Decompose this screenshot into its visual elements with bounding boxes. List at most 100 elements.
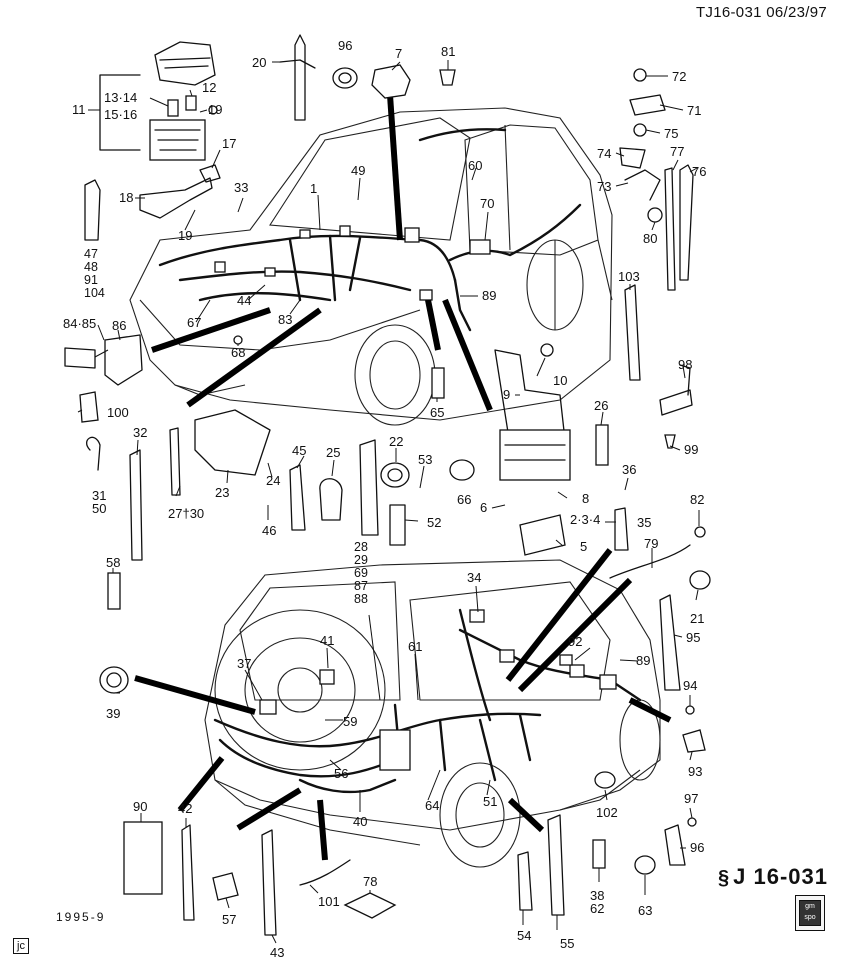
- callout-21: 21: [690, 611, 704, 626]
- callout-103: 103: [618, 269, 640, 284]
- callout-70: 70: [480, 196, 494, 211]
- callout-55: 55: [560, 936, 574, 951]
- callout-15-16: 15·16: [104, 107, 137, 122]
- callout-66: 66: [457, 492, 471, 507]
- callout-96-lower: 96: [690, 840, 704, 855]
- callout-81: 81: [441, 44, 455, 59]
- callout-57: 57: [222, 912, 236, 927]
- callout-41: 41: [320, 633, 334, 648]
- callout-line: 104: [84, 286, 105, 300]
- callout-17: 17: [222, 136, 236, 151]
- callout-77: 77: [670, 144, 684, 159]
- callout-94: 94: [683, 678, 697, 693]
- callout-90: 90: [133, 799, 147, 814]
- callout-line: 38: [590, 888, 604, 903]
- callout-71: 71: [687, 103, 701, 118]
- callout-52: 52: [427, 515, 441, 530]
- callout-84-85: 84·85: [63, 316, 96, 331]
- callout-61: 61: [408, 639, 422, 654]
- callout-6: 6: [480, 500, 487, 515]
- callout-63: 63: [638, 903, 652, 918]
- callout-58: 58: [106, 555, 120, 570]
- callout-23: 23: [215, 485, 229, 500]
- callout-65: 65: [430, 405, 444, 420]
- callout-49: 49: [351, 163, 365, 178]
- callout-numbers: 1 2·3·4 5 6 7 8 9 10 11 12 13·14 15·16 1…: [63, 38, 706, 960]
- callout-79: 79: [644, 536, 658, 551]
- callout-line: 28: [354, 540, 368, 554]
- callout-39: 39: [106, 706, 120, 721]
- callout-89-upper: 89: [482, 288, 496, 303]
- callout-73: 73: [597, 179, 611, 194]
- callout-97: 97: [684, 791, 698, 806]
- callout-59: 59: [343, 714, 357, 729]
- callout-34: 34: [467, 570, 481, 585]
- callout-89-lower: 89: [636, 653, 650, 668]
- callout-76: 76: [692, 164, 706, 179]
- callout-line: 88: [354, 592, 368, 606]
- callout-100: 100: [107, 405, 129, 420]
- callout-10: 10: [553, 373, 567, 388]
- callout-9: 9: [503, 387, 510, 402]
- callout-82: 82: [690, 492, 704, 507]
- callout-96-upper: 96: [338, 38, 352, 53]
- callout-1: 1: [310, 181, 317, 196]
- callout-line: 69: [354, 566, 368, 580]
- callout-53: 53: [418, 452, 432, 467]
- callout-8: 8: [582, 491, 589, 506]
- callout-24: 24: [266, 473, 280, 488]
- callout-40: 40: [353, 814, 367, 829]
- figure-identifier: §J 16-031: [718, 864, 828, 890]
- callout-line: 29: [354, 553, 368, 567]
- drawing-code: TJ16-031 06/23/97: [695, 4, 827, 21]
- callout-54: 54: [517, 928, 531, 943]
- callout-20: 20: [252, 55, 266, 70]
- section-mark-icon: §: [718, 867, 731, 889]
- callout-92: 92: [568, 634, 582, 649]
- callout-7: 7: [395, 46, 402, 61]
- callout-72: 72: [672, 69, 686, 84]
- callout-26: 26: [594, 398, 608, 413]
- callout-93: 93: [688, 764, 702, 779]
- callout-67: 67: [187, 315, 201, 330]
- callout-11: 11: [72, 102, 86, 117]
- callout-45: 45: [292, 443, 306, 458]
- callout-35: 35: [637, 515, 651, 530]
- callout-5: 5: [580, 539, 587, 554]
- callout-19-lower: 19: [178, 228, 192, 243]
- callout-83: 83: [278, 312, 292, 327]
- callout-line: 62: [590, 901, 604, 916]
- callout-46: 46: [262, 523, 276, 538]
- callout-44: 44: [237, 293, 251, 308]
- gm-logo-icon: gm spo: [799, 900, 821, 926]
- callout-80: 80: [643, 231, 657, 246]
- callout-68: 68: [231, 345, 245, 360]
- loose-parts: [64, 34, 711, 936]
- callout-line: 87: [354, 579, 368, 593]
- callout-25: 25: [326, 445, 340, 460]
- callout-98: 98: [678, 357, 692, 372]
- callout-2-3-4: 2·3·4: [570, 512, 600, 527]
- callout-line: 91: [84, 273, 98, 287]
- lower-vehicle-outline: [204, 559, 661, 868]
- indicator-bars: [134, 94, 672, 861]
- callout-95: 95: [686, 630, 700, 645]
- callout-56: 56: [334, 766, 348, 781]
- callout-78: 78: [363, 874, 377, 889]
- drafter-initials: jc: [13, 938, 29, 954]
- leader-lines: [77, 60, 700, 944]
- callout-37: 37: [237, 656, 251, 671]
- upper-harness: [158, 128, 582, 332]
- callout-64: 64: [425, 798, 439, 813]
- callout-line: 48: [84, 260, 98, 274]
- figure-number: J 16-031: [733, 864, 828, 889]
- callout-75: 75: [664, 126, 678, 141]
- callout-22: 22: [389, 434, 403, 449]
- callout-74: 74: [597, 146, 611, 161]
- callout-27-30: 27†30: [168, 506, 204, 521]
- gm-spo-badge: gm spo: [795, 895, 825, 931]
